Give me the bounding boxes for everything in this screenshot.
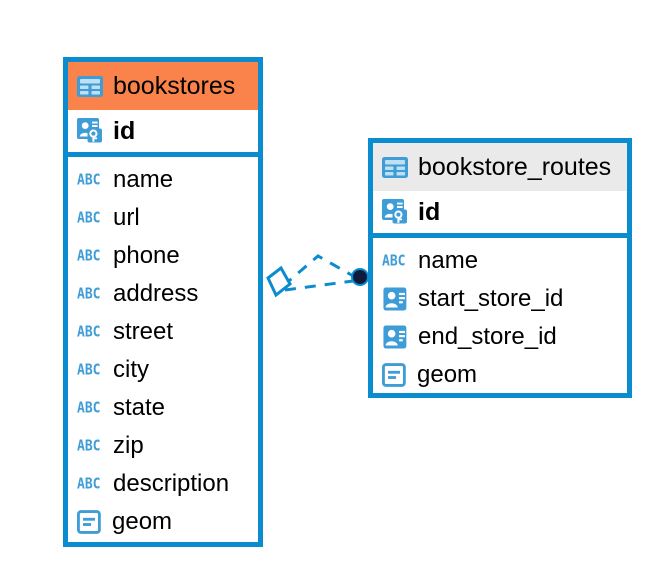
field-label-description: description	[113, 470, 230, 497]
field-row-routes-geom[interactable]: geom	[373, 356, 627, 394]
field-label-address: address	[113, 280, 199, 307]
field-row-city[interactable]: ABC city	[68, 351, 258, 389]
entity-title-bookstore-routes: bookstore_routes	[418, 152, 612, 181]
field-label-city: city	[113, 356, 149, 383]
field-label-bookstores-id: id	[113, 116, 136, 145]
field-label-end-store-id: end_store_id	[418, 323, 557, 350]
abc-text-icon: ABC	[77, 171, 101, 189]
entity-header-bookstores[interactable]: bookstores	[68, 62, 258, 110]
field-row-geom[interactable]: geom	[68, 503, 258, 541]
field-list-bookstore-routes: ABC name start_store_id	[373, 238, 627, 398]
field-row-start-store-id[interactable]: start_store_id	[373, 280, 627, 318]
relationship-line-upper	[282, 254, 356, 288]
field-row-name[interactable]: ABC name	[68, 161, 258, 199]
abc-text-icon: ABC	[77, 209, 101, 227]
field-row-zip[interactable]: ABC zip	[68, 427, 258, 465]
field-label-state: state	[113, 394, 166, 421]
abc-text-icon: ABC	[77, 399, 101, 417]
field-label-routes-name: name	[418, 247, 479, 274]
abc-text-icon: ABC	[77, 475, 101, 493]
field-row-routes-name[interactable]: ABC name	[373, 242, 627, 280]
field-label-geom: geom	[112, 508, 173, 535]
abc-text-icon: ABC	[77, 323, 101, 341]
field-label-name: name	[113, 166, 174, 193]
field-row-bookstores-id[interactable]: id	[68, 110, 258, 157]
field-label-routes-geom: geom	[417, 361, 478, 388]
primary-key-icon	[382, 199, 407, 224]
field-label-zip: zip	[113, 432, 144, 459]
table-icon	[382, 156, 408, 178]
field-row-phone[interactable]: ABC phone	[68, 237, 258, 275]
field-label-start-store-id: start_store_id	[418, 285, 564, 312]
field-row-description[interactable]: ABC description	[68, 465, 258, 503]
entity-title-bookstores: bookstores	[113, 71, 236, 100]
field-row-state[interactable]: ABC state	[68, 389, 258, 427]
abc-text-icon: ABC	[382, 252, 406, 270]
entity-bookstores[interactable]: bookstores id ABC name ABC	[63, 57, 263, 547]
relationship-line-lower	[284, 279, 354, 292]
diamond-marker	[266, 265, 292, 298]
abc-text-icon: ABC	[77, 361, 101, 379]
field-row-routes-id[interactable]: id	[373, 191, 627, 238]
abc-text-icon: ABC	[77, 285, 101, 303]
entity-header-bookstore-routes[interactable]: bookstore_routes	[373, 143, 627, 191]
field-row-url[interactable]: ABC url	[68, 199, 258, 237]
field-label-routes-id: id	[418, 197, 441, 226]
field-list-bookstores: ABC name ABC url ABC phone ABC address A…	[68, 157, 258, 545]
field-label-phone: phone	[113, 242, 180, 269]
abc-text-icon: ABC	[77, 437, 101, 455]
geometry-icon	[77, 510, 101, 534]
field-label-street: street	[113, 318, 174, 345]
entity-bookstore-routes[interactable]: bookstore_routes id ABC name	[368, 138, 632, 398]
abc-text-icon: ABC	[77, 247, 101, 265]
foreign-key-icon	[383, 287, 407, 311]
field-row-street[interactable]: ABC street	[68, 313, 258, 351]
table-icon	[77, 75, 103, 97]
geometry-icon	[382, 363, 406, 387]
field-row-address[interactable]: ABC address	[68, 275, 258, 313]
field-row-end-store-id[interactable]: end_store_id	[373, 318, 627, 356]
field-label-url: url	[113, 204, 140, 231]
filled-circle-marker	[351, 268, 369, 286]
foreign-key-icon	[383, 325, 407, 349]
primary-key-icon	[77, 118, 102, 143]
